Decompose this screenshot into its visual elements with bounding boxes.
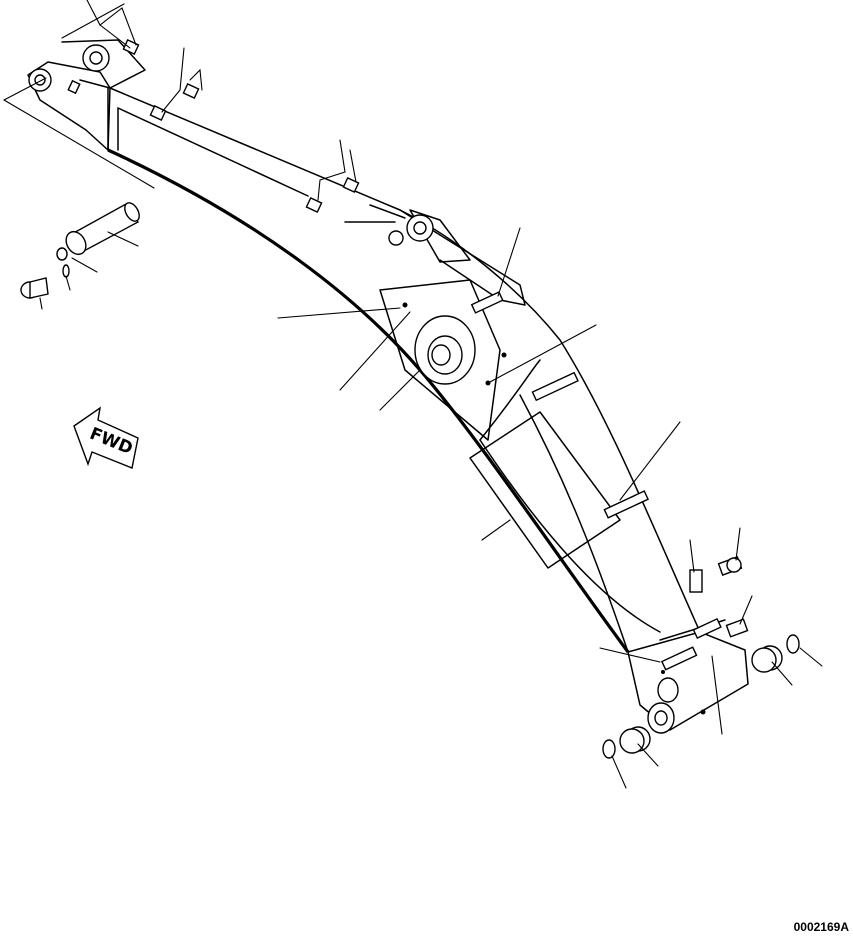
fwd-arrow-icon: FWD <box>73 406 139 469</box>
grease-points <box>402 302 706 715</box>
bushings-right <box>751 634 800 673</box>
foot-pin-bolt <box>20 247 70 299</box>
drawing-code: 0002169A <box>794 920 850 934</box>
boom-end-bosses <box>647 677 679 734</box>
foot-pin <box>65 202 140 256</box>
plug-fitting <box>726 557 742 573</box>
boom-boss <box>414 315 476 385</box>
boom-cylinder-bracket <box>344 204 471 263</box>
boom-foot-bracket <box>27 39 146 151</box>
boom-body <box>107 87 749 731</box>
bushings-left <box>602 726 651 759</box>
leader-lines <box>3 0 823 789</box>
